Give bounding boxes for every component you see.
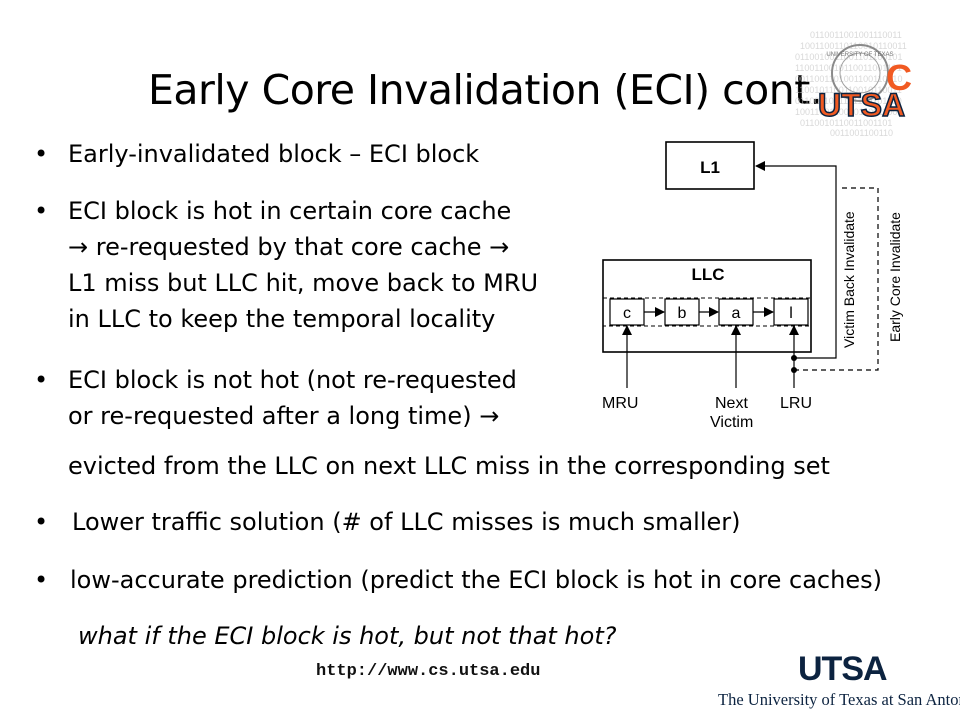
block-l-label: l	[789, 305, 793, 322]
l1-box	[665, 141, 755, 190]
cache-diagram: L1 LLC c b a l MRU Next Victim LRU Victi…	[602, 141, 903, 431]
bullet-dot: •	[34, 197, 49, 225]
block-b-label: b	[678, 305, 687, 322]
bullet-3-line-1: ECI block is not hot (not re-requested	[68, 366, 517, 394]
logo-utsa: UTSA	[818, 87, 905, 123]
svg-text:0110010110011001101: 0110010110011001101	[800, 118, 892, 128]
logo-bottom-university-name: The University of Texas at San Antonio	[718, 690, 960, 709]
slide-title: Early Core Invalidation (ECI) cont.	[148, 66, 823, 114]
bullet-2-line-2: → re-requested by that core cache →	[68, 233, 510, 261]
block-a: a	[718, 298, 754, 326]
bullet-dot: •	[34, 140, 49, 168]
bullet-2-line-4: in LLC to keep the temporal locality	[68, 305, 496, 333]
junction-dot-1	[791, 355, 797, 361]
utsa-logo-top: 0110011001001110011 10011001101100101100…	[790, 28, 955, 138]
bullet-dot: •	[34, 566, 49, 594]
footer-url: http://www.cs.utsa.edu	[316, 662, 541, 681]
victim-back-invalidate-path	[755, 161, 837, 359]
seal-text: UNIVERSITY OF TEXAS	[826, 52, 893, 58]
block-b: b	[664, 298, 700, 326]
llc-label: LLC	[691, 265, 724, 284]
llc-row-outline	[602, 297, 812, 327]
mru-label: MRU	[602, 395, 638, 412]
bullet-dot: •	[34, 508, 49, 536]
bullet-5-line-1: low-accurate prediction (predict the ECI…	[70, 566, 882, 594]
junction-dot-2	[791, 367, 797, 373]
logo-letter-c: C	[886, 57, 912, 98]
bullet-3-line-3: evicted from the LLC on next LLC miss in…	[68, 452, 830, 480]
svg-text:0011001100110: 0011001100110	[830, 128, 893, 138]
svg-text:1100101100110010110011: 1100101100110010110011	[795, 85, 902, 95]
lru-label: LRU	[780, 395, 812, 412]
svg-text:0110011001101100101100: 0110011001101100101100	[795, 96, 902, 106]
utsa-logo-top-graphic: 0110011001001110011 10011001101100101100…	[795, 30, 912, 138]
early-core-invalidate-label: Early Core Invalidate	[887, 212, 903, 342]
logo-bottom-utsa: UTSA	[798, 650, 888, 688]
bullet-3-line-2: or re-requested after a long time) →	[68, 402, 500, 430]
utsa-logo-bottom: UTSA The University of Texas at San Anto…	[716, 650, 960, 710]
block-a-label: a	[732, 305, 741, 322]
block-c: c	[609, 298, 645, 326]
seal-ring	[831, 44, 889, 102]
question-text: what if the ECI block is hot, but not th…	[78, 622, 617, 650]
bullet-2-line-1: ECI block is hot in certain core cache	[68, 197, 512, 225]
next-victim-label-2: Victim	[710, 414, 753, 431]
early-core-invalidate-path	[794, 187, 879, 371]
svg-text:1100110010110011001101: 1100110010110011001101	[795, 63, 902, 73]
l1-label: L1	[700, 158, 720, 177]
svg-text:0011001101001100110010: 0011001101001100110010	[795, 74, 902, 84]
next-victim-label-1: Next	[715, 395, 748, 412]
bullet-1-line-1: Early-invalidated block – ECI block	[68, 140, 480, 168]
block-c-label: c	[623, 305, 631, 322]
svg-text:1001100110010110011001: 1001100110010110011001	[795, 107, 902, 117]
bullet-4-line-1: Lower traffic solution (# of LLC misses …	[72, 508, 741, 536]
bullet-2-line-3: L1 miss but LLC hit, move back to MRU	[68, 269, 539, 297]
block-l: l	[773, 298, 809, 326]
victim-back-invalidate-label: Victim Back Invalidate	[841, 211, 857, 348]
bullet-dot: •	[34, 366, 49, 394]
svg-text:0110011001001110011: 0110011001001110011	[810, 30, 902, 40]
